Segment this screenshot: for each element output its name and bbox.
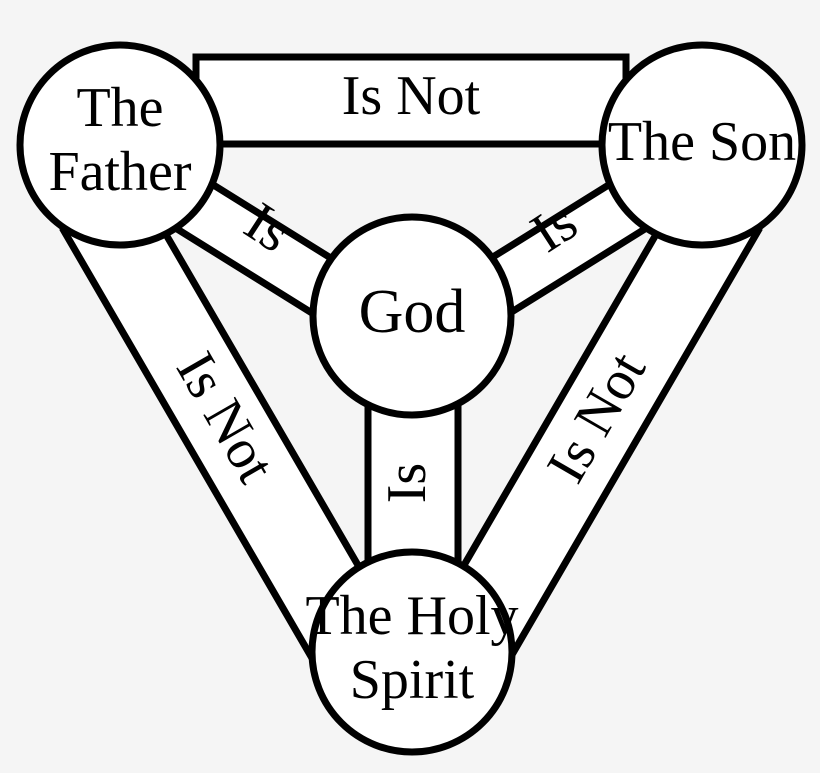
node-label-god: God [359,278,466,346]
node-circle-father[interactable] [16,41,224,249]
node-circle-holyspirit[interactable] [308,548,516,756]
node-label-son: The Son [608,111,796,173]
node-label-holyspirit-line2: Spirit [350,649,475,711]
node-label-father-line2: Father [48,141,191,203]
node-label-holyspirit-line1: The Holy [305,585,518,647]
node-label-father-line1: The [76,77,163,139]
node-circle-god[interactable] [309,213,515,419]
node-circle-son[interactable] [598,41,806,249]
edge-label-father-son: Is Not [342,65,481,127]
edge-label-god-holyspirit: Is [376,463,438,503]
